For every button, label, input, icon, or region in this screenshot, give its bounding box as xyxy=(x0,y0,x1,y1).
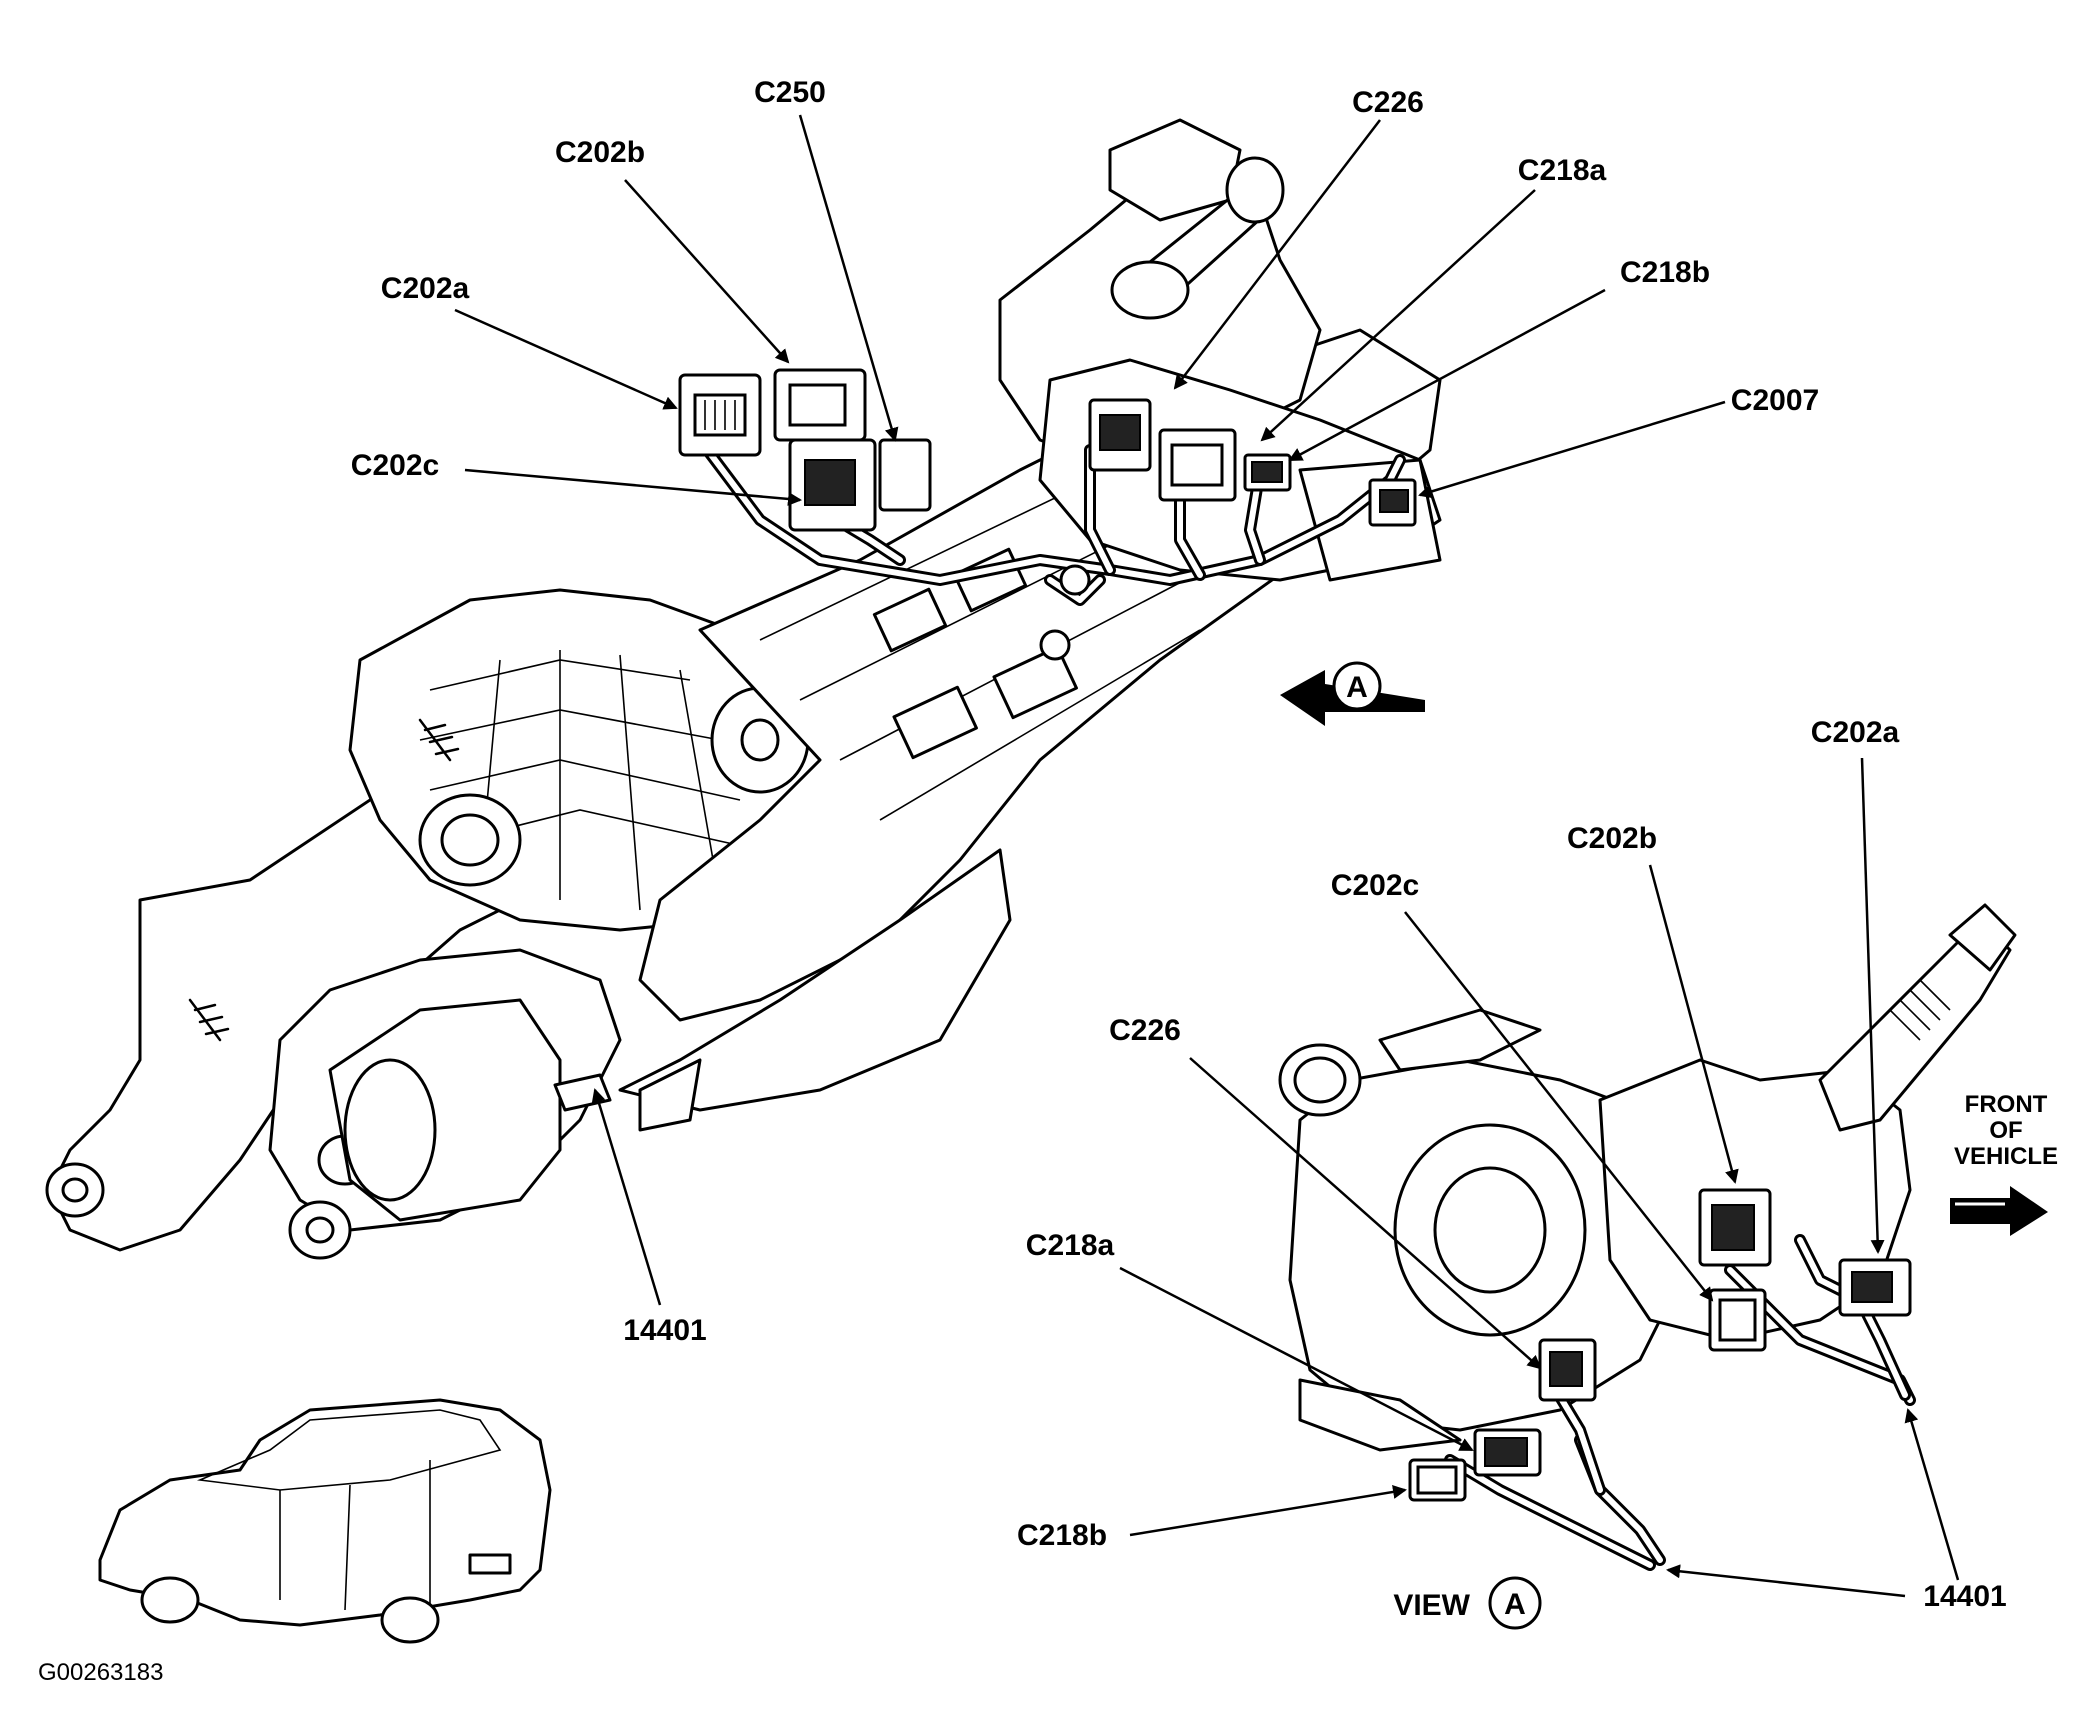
shaft-collar xyxy=(1110,260,1190,320)
leader-c218a xyxy=(1260,189,1536,442)
suv-windows xyxy=(196,1409,502,1491)
leader-view-c218a xyxy=(1119,1266,1474,1452)
front-label-line2: OF xyxy=(1989,1117,2022,1144)
label-c218a: C218a xyxy=(1518,154,1607,187)
view-a-direction-arrow: A xyxy=(1280,661,1425,726)
leader-view-14401-a xyxy=(1904,1408,1960,1581)
label-view-c202b: C202b xyxy=(1567,822,1657,855)
front-label-line3: VEHICLE xyxy=(1954,1143,2058,1170)
c250-connector xyxy=(878,438,932,512)
leader-c250 xyxy=(798,114,899,442)
leader-view-c202b xyxy=(1648,864,1739,1184)
leader-14401-main xyxy=(591,1088,662,1306)
label-c202b: C202b xyxy=(555,136,645,169)
view-c218b-connector xyxy=(1408,1458,1467,1502)
leader-c202a xyxy=(454,308,678,410)
view-caption-letter: A xyxy=(1504,1588,1526,1621)
figure-reference: G00263183 xyxy=(38,1659,163,1686)
label-c202a: C202a xyxy=(381,272,470,305)
view-c226-connector xyxy=(1538,1338,1597,1402)
label-14401-main: 14401 xyxy=(623,1314,706,1347)
leaders-main xyxy=(454,114,1726,1306)
c202a-connector xyxy=(678,373,762,457)
tilt-motor-end xyxy=(343,1058,437,1202)
bolt-head-lower xyxy=(1039,629,1071,661)
suv-door-lines xyxy=(279,1460,431,1611)
view-a-caption: VIEW A xyxy=(1393,1576,1542,1630)
mount-hole-right-inner xyxy=(305,1216,335,1244)
label-c2007: C2007 xyxy=(1731,384,1819,417)
mount-hole-left-inner xyxy=(61,1177,89,1203)
vehicle-locator xyxy=(98,1398,552,1644)
label-view-c202a: C202a xyxy=(1811,716,1900,749)
view-caption-text: VIEW xyxy=(1393,1589,1470,1622)
leaders-view-a xyxy=(1119,757,1960,1598)
leader-view-c226 xyxy=(1189,1057,1542,1370)
clockspring-bottom-plate xyxy=(1298,1378,1462,1452)
lower-shroud xyxy=(618,848,1012,1112)
label-c250: C250 xyxy=(754,76,826,109)
stud-lower xyxy=(188,998,230,1042)
c2007-connector xyxy=(1368,478,1417,527)
view-c202a-connector xyxy=(1838,1258,1912,1317)
front-of-vehicle-indicator: FRONT OF VEHICLE xyxy=(1950,1091,2058,1236)
suv-plate xyxy=(468,1553,512,1575)
label-c202c: C202c xyxy=(351,449,439,482)
stud-upper xyxy=(418,718,460,762)
label-c226: C226 xyxy=(1352,86,1424,119)
view-c202c-connector xyxy=(1708,1288,1767,1352)
view-caption-circle xyxy=(1488,1576,1542,1630)
view-a-marker-letter: A xyxy=(1346,671,1368,704)
label-view-c218b: C218b xyxy=(1017,1519,1107,1552)
shaft-spline xyxy=(1225,156,1285,224)
label-view-c218a: C218a xyxy=(1026,1229,1115,1262)
c226-connector xyxy=(1088,398,1152,472)
view-c218a-connector xyxy=(1473,1428,1542,1477)
c218b-connector xyxy=(1243,453,1292,492)
leader-view-c202c xyxy=(1404,911,1714,1302)
leader-c226 xyxy=(1173,119,1381,390)
view-c202b-connector xyxy=(1698,1188,1772,1267)
view-a-marker-circle xyxy=(1332,661,1382,711)
leader-c2007 xyxy=(1418,400,1726,499)
suv-wheel-rear xyxy=(380,1596,440,1644)
adjuster-nut xyxy=(740,718,780,762)
label-view-14401: 14401 xyxy=(1923,1580,2006,1613)
stalk-knurl xyxy=(1889,979,1951,1041)
harness-clip xyxy=(638,1058,702,1132)
front-arrow xyxy=(1950,1186,2048,1236)
leader-view-c218b xyxy=(1129,1485,1407,1537)
clockspring-top-connector xyxy=(1378,1008,1542,1072)
clockspring-tab-inner xyxy=(1293,1056,1347,1104)
label-view-c202c: C202c xyxy=(1331,869,1419,902)
stalk-knob xyxy=(1948,903,2017,972)
leader-view-c202a xyxy=(1860,757,1885,1254)
c202c-connector xyxy=(788,438,877,532)
c202b-connector xyxy=(773,368,867,442)
suv-wheel-front xyxy=(140,1576,200,1624)
view-a-detail xyxy=(1278,903,2017,1571)
labels-main: C250 C202b C202a C202c C226 C218a C218b … xyxy=(351,76,1819,1347)
clockspring-center xyxy=(1433,1166,1547,1294)
bolt-head-upper xyxy=(1059,564,1091,596)
pivot-boss-inner xyxy=(440,813,500,867)
leader-c202c xyxy=(464,468,802,506)
leader-view-14401-b xyxy=(1666,1564,1906,1598)
leader-c218b xyxy=(1288,288,1606,462)
front-label-line1: FRONT xyxy=(1965,1091,2048,1118)
leader-c202b xyxy=(624,179,790,364)
steering-column-assembly xyxy=(45,118,1442,1260)
label-c218b: C218b xyxy=(1620,256,1710,289)
c218a-connector xyxy=(1158,428,1237,502)
labels-view-a: C202a C202b C202c C226 C218a C218b 14401 xyxy=(1017,716,2007,1613)
label-view-c226: C226 xyxy=(1109,1014,1181,1047)
